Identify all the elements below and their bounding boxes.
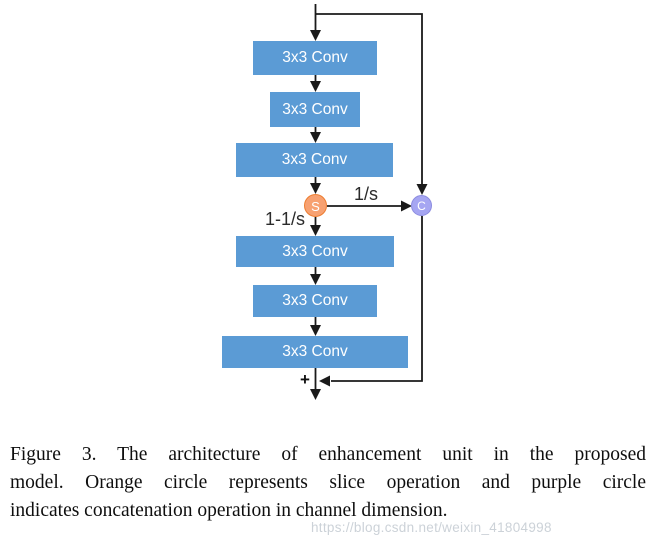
arrowhead <box>310 30 321 41</box>
flow-connectors <box>310 4 428 400</box>
arrowhead <box>310 132 321 143</box>
arrowhead <box>310 81 321 92</box>
conv-box-6: 3x3 Conv <box>222 336 408 368</box>
arrowhead <box>310 274 321 285</box>
remain-ratio-label: 1-1/s <box>264 209 305 229</box>
caption-line-3: indicates concatenation operation in cha… <box>10 500 448 521</box>
sum-operator-label: + <box>300 370 310 389</box>
conv-box-3: 3x3 Conv <box>236 143 393 177</box>
enhancement-unit-diagram: 3x3 Conv 3x3 Conv 3x3 Conv 3x3 Conv 3x3 … <box>222 4 432 400</box>
caption-line-2: model. Orange circle represents slice op… <box>10 472 646 493</box>
figure-caption: Figure 3. The architecture of enhancemen… <box>10 441 646 525</box>
conv-box-2: 3x3 Conv <box>270 92 360 127</box>
arrowhead <box>310 389 321 400</box>
concat-node: C <box>411 195 432 216</box>
arrowhead <box>401 200 412 212</box>
conv-box-1: 3x3 Conv <box>253 41 377 75</box>
watermark-text: https://blog.csdn.net/weixin_41804998 <box>311 520 552 535</box>
slice-ratio-label: 1/s <box>353 184 378 204</box>
conv-box-5: 3x3 Conv <box>253 285 377 317</box>
conv-box-4: 3x3 Conv <box>236 236 394 267</box>
arrowhead <box>416 184 428 195</box>
caption-line-1: Figure 3. The architecture of enhancemen… <box>10 444 646 465</box>
concat-to-sum-line <box>331 216 423 382</box>
arrowhead <box>310 225 321 236</box>
arrowhead <box>310 325 321 336</box>
skip-branch-line <box>315 13 423 187</box>
slice-node: S <box>304 194 327 217</box>
arrowhead <box>319 375 330 387</box>
arrowhead <box>310 183 321 194</box>
